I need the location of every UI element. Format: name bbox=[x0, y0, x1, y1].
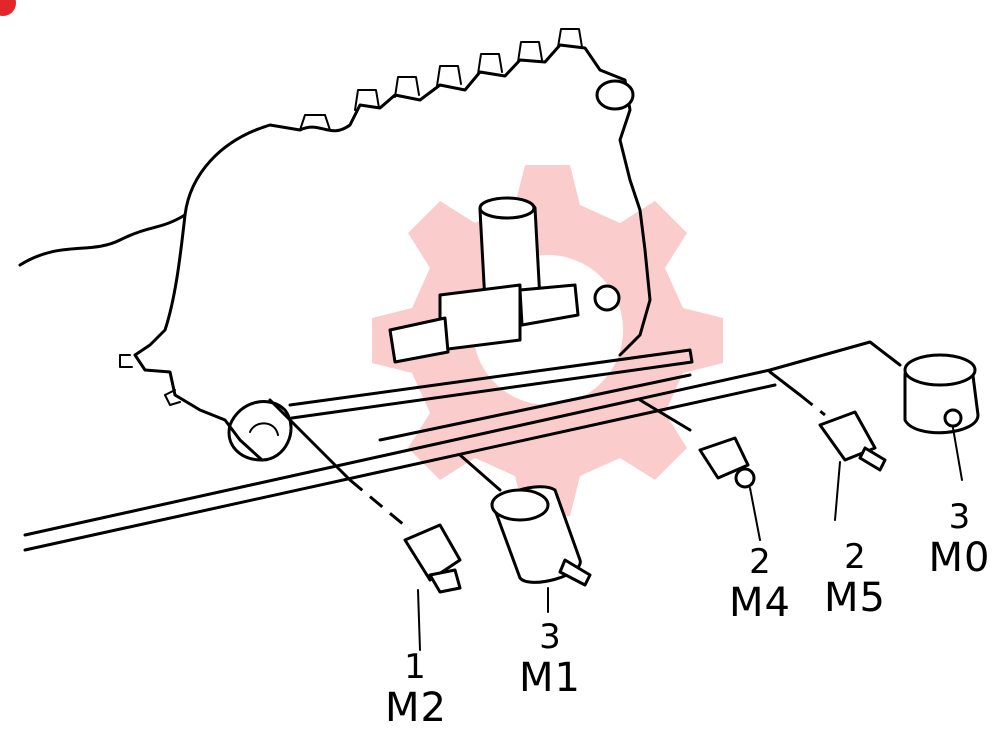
callout-number: 3 bbox=[539, 617, 561, 657]
callout-code: M1 bbox=[519, 655, 581, 701]
injection-pump bbox=[18, 28, 694, 462]
callout-M1: 3 M1 bbox=[515, 620, 585, 698]
plunger-row bbox=[299, 28, 635, 131]
callout-number: 3 bbox=[948, 497, 971, 537]
callout-M0: 3 M0 bbox=[922, 500, 997, 578]
corner-badge bbox=[0, 0, 16, 16]
callout-code: M5 bbox=[824, 575, 886, 621]
sensor-M0 bbox=[903, 353, 980, 481]
sensor-M5 bbox=[818, 410, 887, 521]
gear-watermark-icon bbox=[372, 165, 723, 516]
callout-M5: 2 M5 bbox=[820, 540, 890, 618]
callout-code: M4 bbox=[729, 580, 791, 626]
callout-code: M2 bbox=[385, 685, 447, 731]
central-fitting bbox=[388, 196, 621, 364]
callout-M2: 1 M2 bbox=[385, 647, 447, 731]
sensor-rail bbox=[23, 340, 902, 552]
callout-M4: 2 M4 bbox=[725, 545, 795, 623]
callout-code: M0 bbox=[928, 535, 991, 581]
callout-number: 2 bbox=[749, 542, 771, 582]
sensor-M4 bbox=[698, 436, 761, 541]
leader-lines bbox=[268, 370, 826, 532]
callout-number: 1 bbox=[404, 647, 426, 687]
sensor-M2 bbox=[403, 523, 462, 651]
sensor-M1 bbox=[490, 485, 592, 613]
callout-number: 2 bbox=[844, 537, 866, 577]
